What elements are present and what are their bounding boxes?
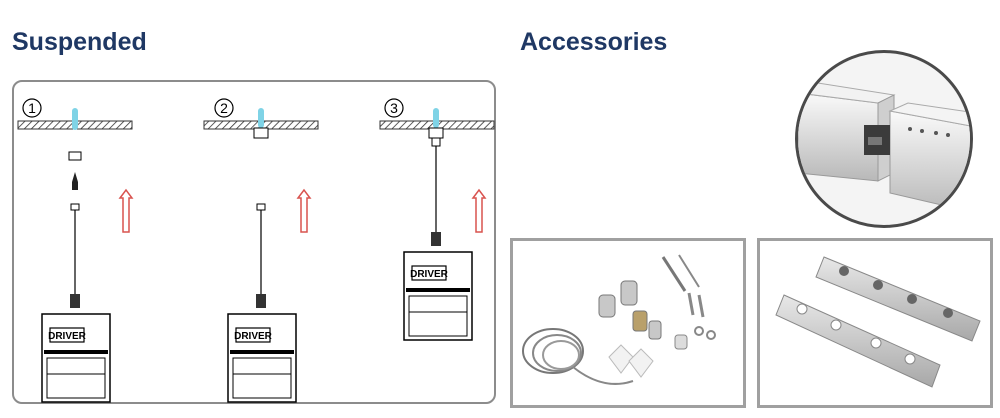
ceiling-anchor-icon xyxy=(433,108,439,128)
suspended-heading: Suspended xyxy=(12,28,147,56)
connector-photo xyxy=(795,50,973,228)
step-1: 1 DRIVER xyxy=(17,98,134,403)
step-1-number-circle xyxy=(22,98,42,118)
cable-grip-1 xyxy=(70,203,80,211)
step-2-number: 2 xyxy=(220,100,228,116)
up-arrow-icon xyxy=(118,188,134,233)
ceiling-anchor-icon xyxy=(258,108,264,128)
step-1-number: 1 xyxy=(28,100,36,116)
driver-label-2: DRIVER xyxy=(234,331,273,342)
suspended-installation-panel: 1 DRIVER 2 xyxy=(12,80,496,404)
step-2: 2 DRIVER xyxy=(203,98,319,403)
up-arrow-icon xyxy=(296,188,312,233)
step-3: 3 DRIVER xyxy=(379,98,495,341)
cable-grip-2 xyxy=(256,203,266,211)
ceiling-cap-3 xyxy=(428,127,444,139)
step-2-number-circle xyxy=(214,98,234,118)
cable-kit-photo xyxy=(510,238,746,408)
up-arrow-icon xyxy=(471,188,487,233)
cable-gripper-3 xyxy=(431,232,441,246)
driver-label-1: DRIVER xyxy=(48,331,87,342)
driver-box-icon: DRIVER xyxy=(41,313,111,403)
screw-icon xyxy=(72,172,78,190)
cable-gripper-2 xyxy=(256,294,266,308)
driver-box-icon: DRIVER xyxy=(403,251,473,341)
accessories-heading: Accessories xyxy=(520,28,668,56)
step-3-number-circle xyxy=(384,98,404,118)
ceiling-anchor-icon xyxy=(72,108,78,130)
ceiling-cap-1 xyxy=(68,151,82,161)
driver-box-icon: DRIVER xyxy=(227,313,297,403)
joint-plate-photo xyxy=(757,238,993,408)
driver-label-3: DRIVER xyxy=(410,269,449,280)
step-3-number: 3 xyxy=(390,100,398,116)
installation-diagram: 1 DRIVER 2 xyxy=(17,98,495,403)
ceiling-cap-2 xyxy=(253,127,269,139)
cable-gripper-1 xyxy=(70,294,80,308)
cable-grip-3 xyxy=(431,137,441,147)
